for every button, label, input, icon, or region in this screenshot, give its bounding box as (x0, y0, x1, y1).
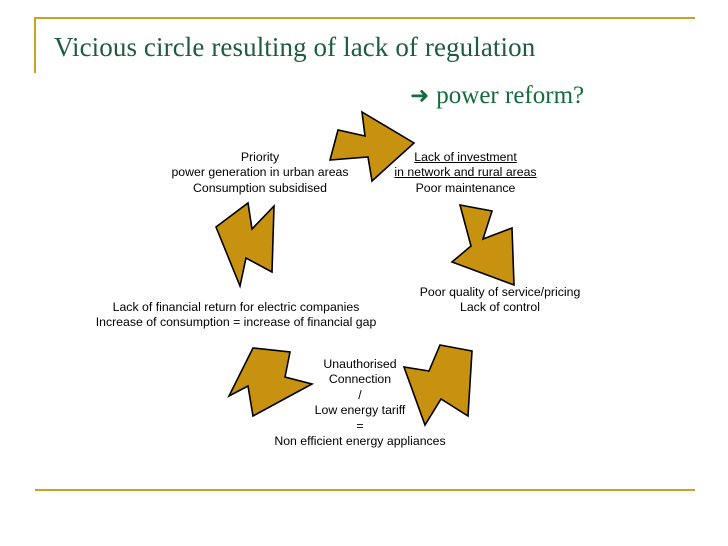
cycle-node-right: Poor quality of service/pricing Lack of … (410, 285, 590, 316)
top-gold-rule (34, 17, 695, 19)
cycle-node-line: Lack of control (460, 300, 540, 315)
cycle-node-line: Low energy tariff (314, 403, 406, 418)
right-arrow-icon: ➜ (410, 83, 430, 109)
cycle-node-line: Priority (240, 150, 280, 164)
cycle-node-top-left: Priority power generation in urban areas… (160, 150, 360, 196)
cycle-node-bottom: Unauthorised Connection / Low energy tar… (260, 357, 460, 449)
cycle-node-line: Consumption subsidised (193, 180, 327, 195)
slide-title: Vicious circle resulting of lack of regu… (54, 32, 536, 62)
left-gold-rule (34, 17, 36, 73)
cycle-node-line: Non efficient energy appliances (274, 434, 446, 449)
cycle-node-line: Increase of consumption = increase of fi… (95, 315, 377, 330)
cycle-node-line: in network and rural areas (394, 165, 537, 180)
cycle-node-line: Poor quality of service/pricing (419, 285, 581, 299)
cycle-node-line: / (358, 387, 362, 402)
cycle-node-line: Unauthorised (323, 357, 397, 371)
cycle-node-line: = (356, 418, 364, 433)
cycle-node-line: Lack of financial return for electric co… (112, 300, 360, 314)
slide-subtitle: ➜power reform? (410, 82, 584, 110)
bottom-gold-rule (35, 489, 695, 491)
slide-subtitle-text: power reform? (436, 82, 585, 109)
cycle-node-top-right: Lack of investment in network and rural … (383, 150, 548, 196)
cycle-node-line: power generation in urban areas (171, 165, 349, 180)
arrow-left-upright-icon (215, 201, 275, 289)
arrow-right-downright-icon (450, 203, 515, 287)
cycle-node-left: Lack of financial return for electric co… (76, 300, 396, 331)
cycle-node-line: Poor maintenance (415, 180, 516, 195)
cycle-node-line: Connection (328, 372, 392, 387)
cycle-node-line: Lack of investment (414, 150, 517, 164)
